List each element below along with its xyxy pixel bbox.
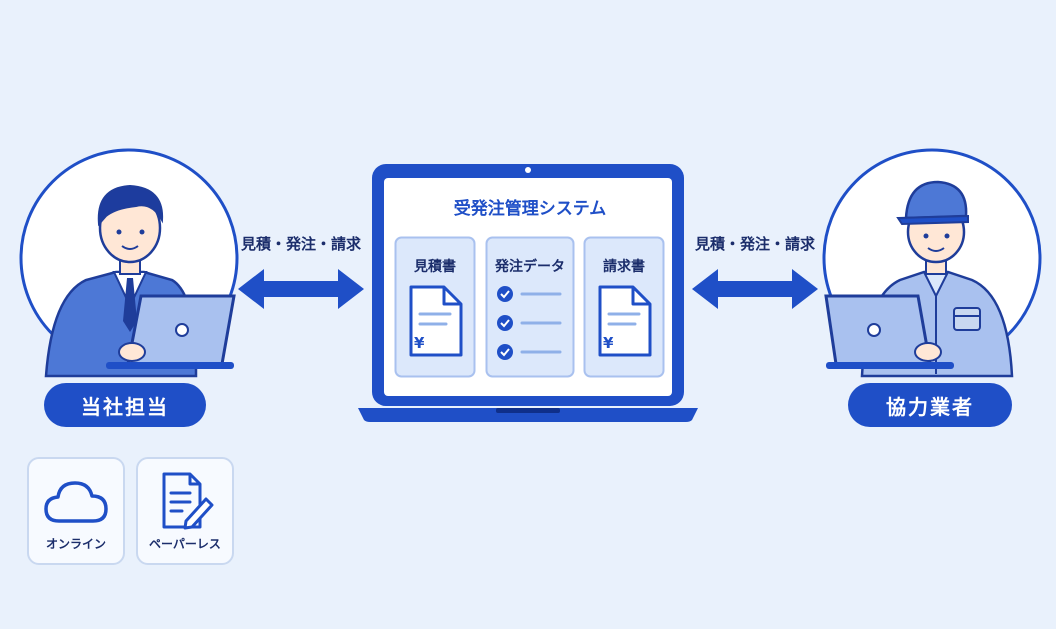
invoice-card-title: 請求書 [603,259,645,275]
estimate-card-title: 見積書 [414,259,456,275]
staff-illustration [19,148,239,378]
paperless-badge-label: ペーパーレス [149,537,221,551]
staff-label: 当社担当 [44,383,206,427]
left-arrow-label: 見積・発注・請求 [240,235,361,253]
contractor-illustration [822,148,1042,378]
right-double-arrow-icon [692,269,818,309]
yen-document-icon [409,285,463,357]
system-title: 受発注管理システム [453,199,607,219]
online-badge-label: オンライン [45,537,106,551]
online-badge: オンライン [27,457,125,565]
estimate-yen-mark: ¥ [414,334,425,352]
paperless-badge: ペーパーレス [136,457,234,565]
order-card [485,236,575,378]
document-pen-icon [162,472,214,530]
yen-document-icon [598,285,652,357]
order-card-title: 発注データ [495,259,565,275]
right-arrow-label: 見積・発注・請求 [694,235,815,253]
left-double-arrow-icon [238,269,364,309]
contractor-label: 協力業者 [848,383,1012,427]
cloud-icon [44,481,108,523]
invoice-yen-mark: ¥ [603,334,614,352]
checklist-icon [497,286,562,360]
